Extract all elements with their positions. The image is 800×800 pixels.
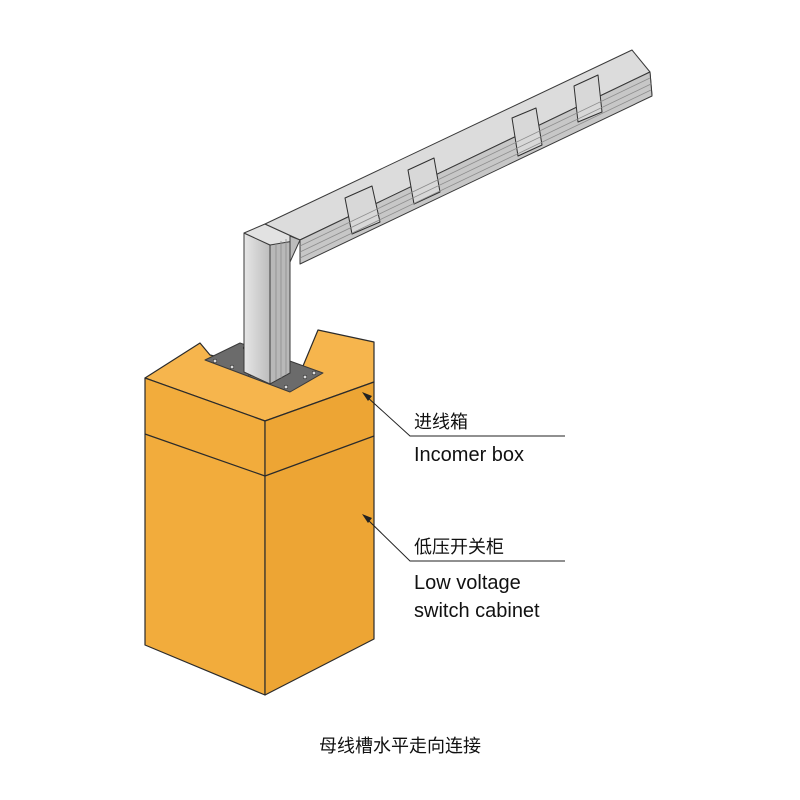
incomer-callout: 进线箱 Incomer box <box>362 392 565 466</box>
riser-ribs <box>275 239 287 380</box>
joint-packs <box>344 74 603 235</box>
switch-cabinet <box>144 329 375 696</box>
incomer-leader-line <box>365 395 565 437</box>
incomer-box-division <box>144 433 375 477</box>
run-ribs <box>299 77 652 259</box>
incomer-arrowhead <box>362 392 372 401</box>
cabinet-front-face <box>144 377 266 696</box>
busway-trunking <box>204 49 653 393</box>
incomer-label-zh: 进线箱 <box>414 412 468 433</box>
cabinet-leader-line <box>365 517 565 562</box>
cabinet-callout: 低压开关柜 Low voltage switch cabinet <box>362 514 565 622</box>
riser-front <box>243 232 271 385</box>
cabinet-arrowhead <box>362 514 372 523</box>
cabinet-side-face <box>264 381 375 696</box>
cabinet-label-en-line1: Low voltage <box>414 572 521 594</box>
cabinet-label-en-line2: switch cabinet <box>414 600 540 622</box>
cabinet-label-zh: 低压开关柜 <box>414 537 504 558</box>
diagram-caption: 母线槽水平走向连接 <box>319 736 481 757</box>
riser-side <box>269 235 291 385</box>
incomer-label-en: Incomer box <box>414 444 524 466</box>
